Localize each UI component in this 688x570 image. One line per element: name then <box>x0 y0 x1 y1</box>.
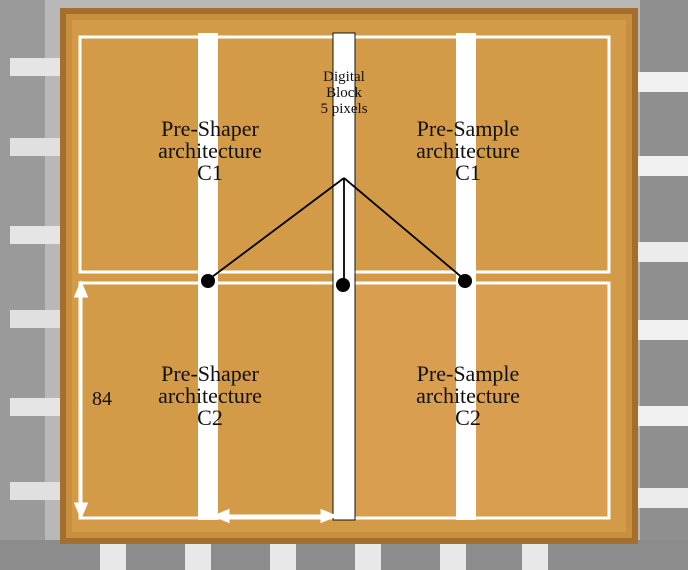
pre-shaper-c1-line-3: C1 <box>125 162 295 184</box>
digital-label-line-1: Digital <box>289 70 399 86</box>
pre-shaper-c2-line-3: C2 <box>125 407 295 429</box>
pre-sample-c2-line-3: C2 <box>383 407 553 429</box>
digital-block-label: Digital Block 5 pixels <box>289 70 399 117</box>
pre-shaper-c1-line-1: Pre-Shaper <box>125 118 295 140</box>
center-node-dot <box>336 278 350 292</box>
pre-shaper-c2-label: Pre-Shaper architecture C2 <box>125 363 295 429</box>
pre-shaper-c1-label: Pre-Shaper architecture C1 <box>125 118 295 184</box>
pre-sample-c2-line-2: architecture <box>383 385 553 407</box>
pre-sample-c1-line-3: C1 <box>383 162 553 184</box>
pre-sample-c1-label: Pre-Sample architecture C1 <box>383 118 553 184</box>
pre-sample-c2-line-1: Pre-Sample <box>383 363 553 385</box>
left-node-dot <box>201 274 215 288</box>
pre-shaper-c2-line-2: architecture <box>125 385 295 407</box>
digital-label-line-2: Block <box>289 86 399 102</box>
pre-sample-c2-label: Pre-Sample architecture C2 <box>383 363 553 429</box>
dimension-label: 84 <box>92 389 112 409</box>
pre-sample-c1-line-1: Pre-Sample <box>383 118 553 140</box>
pre-sample-c1-line-2: architecture <box>383 140 553 162</box>
pre-shaper-c1-line-2: architecture <box>125 140 295 162</box>
pre-shaper-c2-line-1: Pre-Shaper <box>125 363 295 385</box>
digital-label-line-3: 5 pixels <box>289 102 399 118</box>
right-node-dot <box>458 274 472 288</box>
